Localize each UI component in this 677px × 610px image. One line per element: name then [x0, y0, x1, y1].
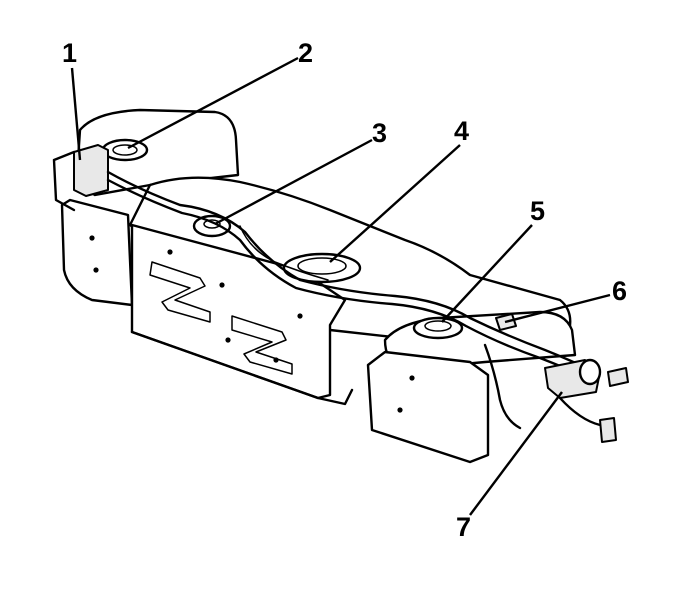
- right-sender-cap: [424, 320, 452, 332]
- shield-bolt: [297, 313, 303, 319]
- leader-6: [504, 293, 611, 324]
- shield-bolt: [225, 337, 231, 343]
- left-tank-end-wall: [60, 198, 134, 307]
- leader-3: [214, 138, 373, 226]
- right-tank-front-wall: [366, 350, 490, 464]
- callout-1: 1: [62, 38, 78, 68]
- left-sender-ring: [101, 138, 149, 162]
- harness-connector: [607, 367, 629, 387]
- callout-5: 5: [530, 196, 546, 226]
- tank-bolt: [93, 267, 99, 273]
- harness-plug: [599, 417, 617, 443]
- line-fitting: [578, 358, 602, 386]
- shield-bolt: [219, 282, 225, 288]
- main-pump-cap: [297, 257, 347, 275]
- leader-1: [70, 67, 82, 161]
- callout-2: 2: [298, 38, 314, 68]
- evap-canister: [73, 144, 109, 197]
- callout-4: 4: [454, 116, 470, 146]
- right-sender-ring: [412, 316, 464, 340]
- fuel-line-lower: [106, 178, 594, 382]
- left-sender-cap: [112, 144, 138, 156]
- heat-shield-bottom-lip: [130, 330, 354, 406]
- shield-bolt: [273, 357, 279, 363]
- tank-bolt: [409, 375, 415, 381]
- callout-6: 6: [612, 276, 628, 306]
- shield-emboss-z-left: [149, 261, 211, 323]
- fuel-line-upper: [106, 170, 597, 374]
- shield-bolt: [167, 249, 173, 255]
- callout-7: 7: [456, 512, 472, 542]
- shield-emboss-z-right: [231, 315, 293, 375]
- tank-bolt: [397, 407, 403, 413]
- vent-valve-cap: [203, 219, 221, 229]
- leader-4: [329, 144, 461, 263]
- callout-3: 3: [372, 118, 388, 148]
- leader-5: [441, 224, 533, 323]
- canister-bracket: [52, 150, 76, 212]
- leader-2: [127, 56, 299, 150]
- crossover-line: [239, 225, 329, 281]
- tank-bolt: [89, 235, 95, 241]
- leader-7: [469, 391, 563, 516]
- right-return-line: [483, 343, 522, 430]
